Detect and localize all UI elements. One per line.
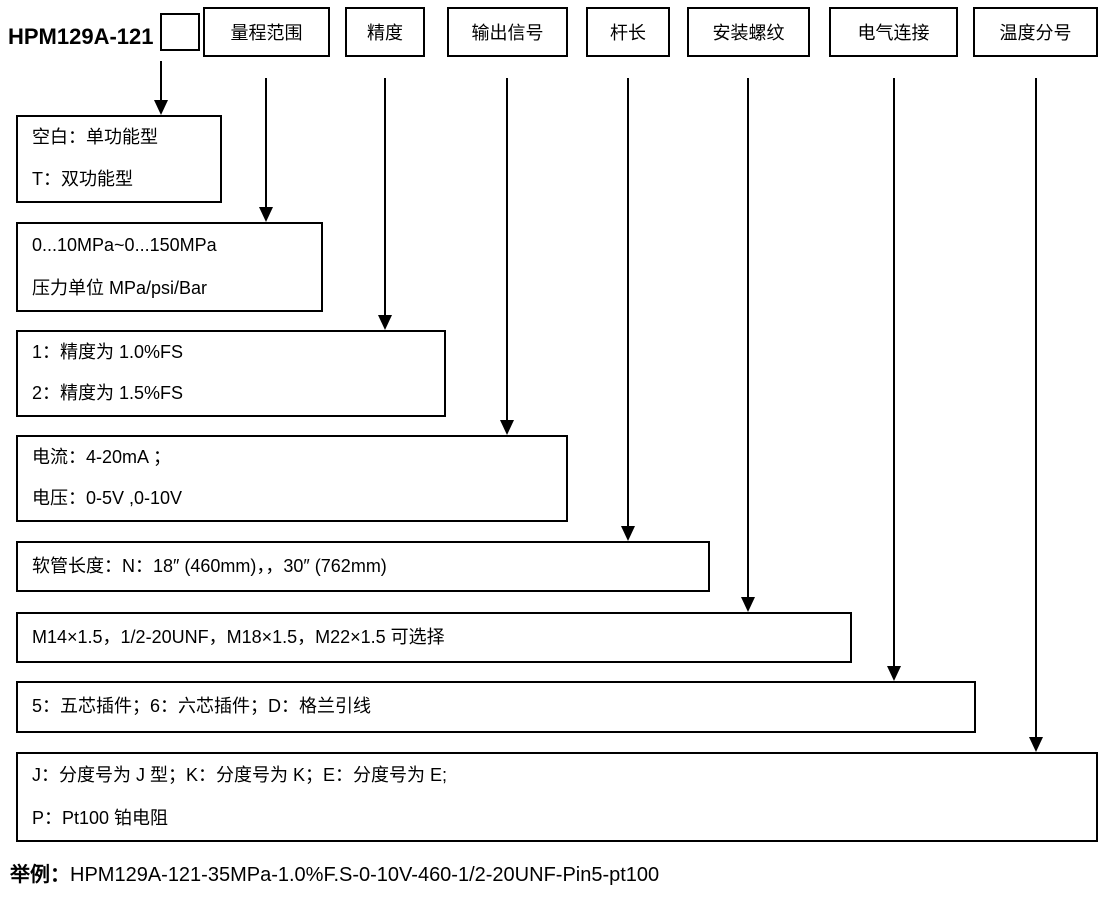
down-arrow-thread (741, 78, 755, 612)
blank-suffix-box (160, 13, 200, 51)
desc-box-electrical-connection: 5：五芯插件；6：六芯插件；D：格兰引线 (16, 681, 976, 733)
down-arrow-accuracy (378, 78, 392, 330)
desc-line: 压力单位 MPa/psi/Bar (32, 277, 208, 298)
top-box-thread: 安装螺纹 (687, 7, 810, 57)
desc-line: J：分度号为 J 型；K：分度号为 K；E：分度号为 E; (32, 764, 448, 785)
desc-box-output-signal: 电流：4-20mA ； 电压：0-5V ,0-10V (16, 435, 568, 522)
desc-box-function-type: 空白：单功能型 T：双功能型 (16, 115, 222, 203)
top-box-output: 输出信号 (447, 7, 568, 57)
model-prefix: HPM129A-121 (8, 24, 154, 49)
desc-box-accuracy: 1：精度为 1.0%FS 2：精度为 1.5%FS (16, 330, 446, 417)
top-box-temperature: 温度分号 (973, 7, 1098, 57)
example-code: HPM129A-121-35MPa-1.0%F.S-0-10V-460-1/2-… (70, 864, 660, 886)
desc-line: 5：五芯插件；6：六芯插件；D：格兰引线 (32, 696, 372, 717)
down-arrow-electrical (887, 78, 901, 681)
desc-line: 软管长度：N：18″ (460mm)，，30″ (762mm) (32, 555, 387, 576)
down-arrow-temperature (1029, 78, 1043, 752)
desc-line: 2：精度为 1.5%FS (32, 383, 184, 404)
desc-box-mounting-thread: M14×1.5，1/2-20UNF，M18×1.5，M22×1.5 可选择 (16, 612, 852, 663)
desc-line: M14×1.5，1/2-20UNF，M18×1.5，M22×1.5 可选择 (32, 626, 445, 647)
desc-line: 电流：4-20mA ； (32, 446, 172, 467)
desc-line: P：Pt100 铂电阻 (32, 807, 169, 828)
example-colon: ： (50, 864, 70, 886)
desc-line: T：双功能型 (32, 169, 133, 190)
top-box-accuracy: 精度 (345, 7, 425, 57)
desc-line: 1：精度为 1.0%FS (32, 341, 184, 362)
desc-box-hose-length: 软管长度：N：18″ (460mm)，，30″ (762mm) (16, 541, 710, 592)
example-label: 举例 (10, 864, 50, 886)
desc-box-range: 0...10MPa~0...150MPa 压力单位 MPa/psi/Bar (16, 222, 323, 312)
top-box-rod-length: 杆长 (586, 7, 670, 57)
down-arrow-rod-length (621, 78, 635, 541)
desc-line: 0...10MPa~0...150MPa (32, 234, 217, 255)
top-box-range: 量程范围 (203, 7, 330, 57)
desc-line: 电压：0-5V ,0-10V (32, 488, 183, 509)
top-box-electrical: 电气连接 (829, 7, 958, 57)
desc-box-temperature-index: J：分度号为 J 型；K：分度号为 K；E：分度号为 E; P：Pt100 铂电… (16, 752, 1098, 842)
down-arrow-range (259, 78, 273, 222)
down-arrow-blank (154, 61, 168, 115)
desc-line: 空白：单功能型 (32, 127, 158, 148)
example-line: 举例：HPM129A-121-35MPa-1.0%F.S-0-10V-460-1… (10, 858, 659, 887)
down-arrow-output (500, 78, 514, 435)
